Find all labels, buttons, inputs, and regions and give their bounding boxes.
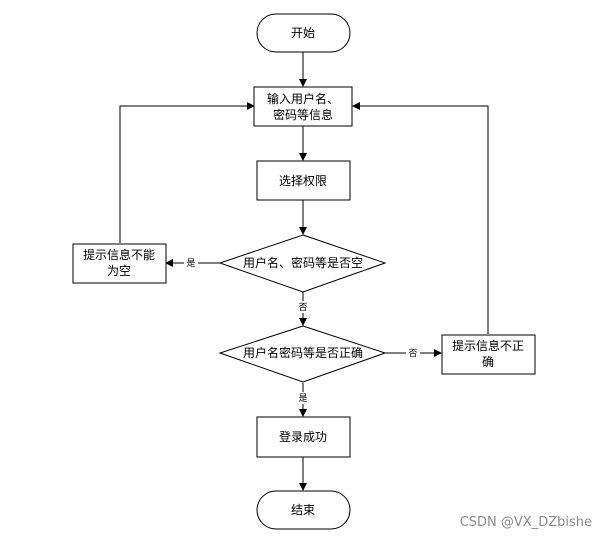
check-empty-decision [218, 234, 387, 293]
start-label: 开始 [291, 26, 315, 40]
empty-msg-line1: 提示信息不能 [83, 247, 155, 262]
check-correct-label: 用户名密码等是否正确 [243, 345, 363, 360]
input-label-line2: 密码等信息 [273, 107, 333, 122]
watermark-text: CSDN @VX_DZbishe [460, 515, 592, 530]
success-node [256, 416, 351, 458]
select-permission-label: 选择权限 [279, 174, 327, 188]
wrong-msg-line1: 提示信息不正 [452, 338, 524, 353]
edge-label-empty-yes: 是 [186, 258, 195, 269]
edge-empty-msg-back-to-input [119, 102, 255, 243]
edge-label-bg [406, 347, 420, 359]
select-permission-node [256, 160, 351, 201]
edge-label-empty-no: 否 [298, 302, 307, 313]
success-label: 登录成功 [279, 429, 327, 444]
edge-label-correct-no: 否 [408, 348, 417, 359]
end-label: 结束 [291, 503, 315, 517]
check-empty-label: 用户名、密码等是否空 [243, 255, 363, 270]
edge-label-bg [296, 301, 310, 313]
wrong-msg-node [441, 334, 536, 375]
edge-label-correct-yes: 是 [298, 393, 307, 404]
input-label-line1: 输入用户名、 [267, 91, 339, 106]
check-correct-decision [218, 325, 387, 383]
start-node [256, 13, 351, 53]
edge-label-bg [184, 257, 198, 269]
empty-msg-line2: 为空 [107, 264, 131, 278]
edge-wrong-msg-back-to-input [352, 102, 489, 334]
input-node [253, 86, 353, 127]
edge-label-bg [296, 392, 310, 404]
empty-msg-node [72, 243, 167, 284]
wrong-msg-line2: 确 [482, 355, 494, 369]
end-node [256, 490, 351, 530]
